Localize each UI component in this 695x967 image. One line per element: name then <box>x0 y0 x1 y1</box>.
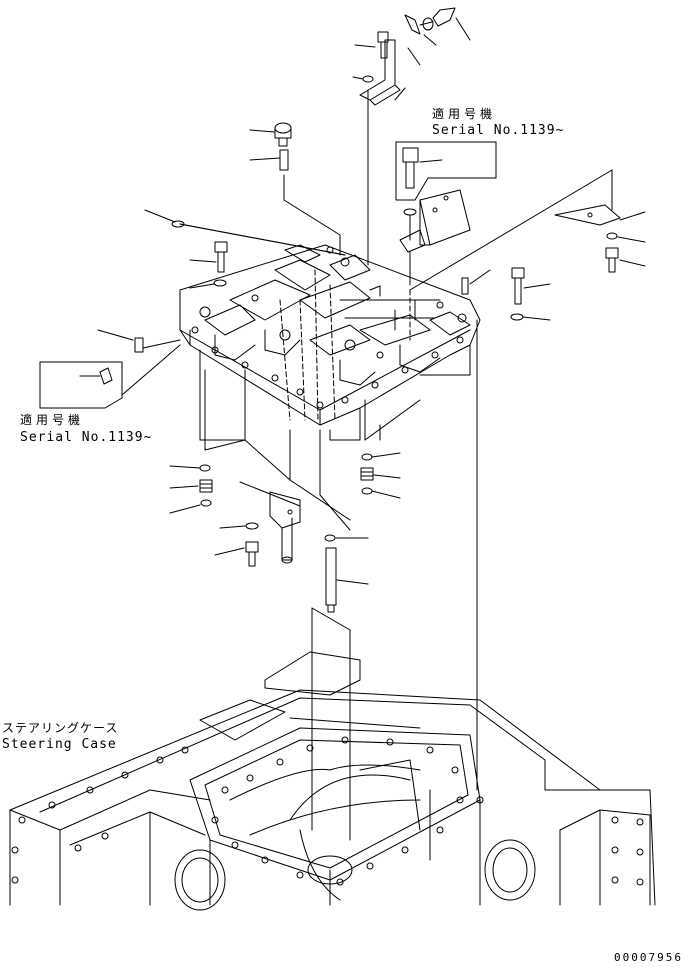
applicable-serial-label-left-en: Serial No.1139~ <box>20 430 153 445</box>
valve-plate-assembly <box>179 244 481 441</box>
plug-and-pin <box>249 122 341 256</box>
steering-case <box>9 651 656 911</box>
right-side-parts <box>409 169 646 791</box>
drawing-number: 00007956 <box>614 951 683 964</box>
serial-note-box-top <box>395 141 497 286</box>
assembly-guide-lines <box>179 223 381 521</box>
top-bracket-group <box>352 7 471 266</box>
lower-parts <box>169 369 421 841</box>
steering-case-label-en: Steering Case <box>2 737 117 752</box>
applicable-serial-label-top-jp: 適用号機 <box>432 107 497 121</box>
steering-case-label-jp: ステアリングケース <box>2 721 119 735</box>
applicable-serial-label-left-jp: 適用号機 <box>20 413 85 427</box>
serial-note-box-left <box>39 344 181 409</box>
applicable-serial-label-top-en: Serial No.1139~ <box>432 123 565 138</box>
